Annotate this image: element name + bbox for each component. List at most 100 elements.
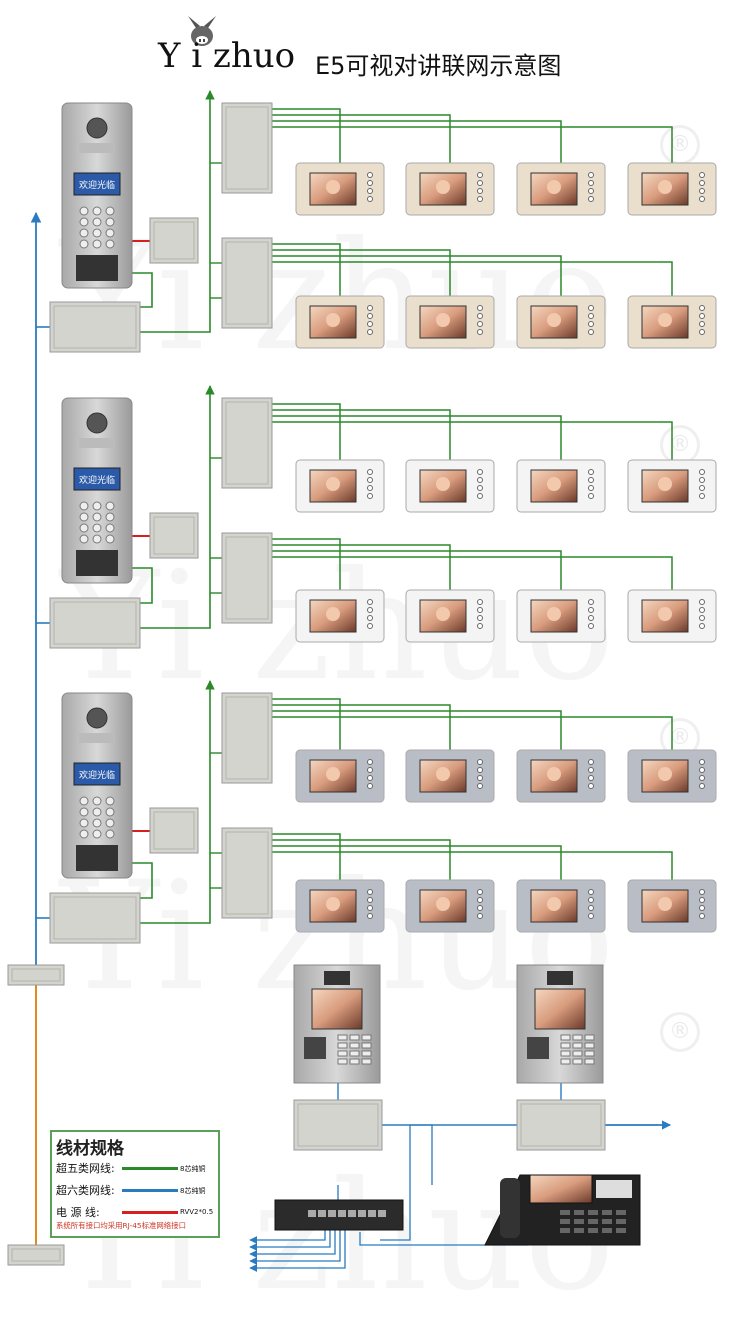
switch-port bbox=[318, 1210, 326, 1217]
face-icon bbox=[436, 477, 450, 491]
monitor-button bbox=[699, 321, 705, 327]
keypad-button bbox=[572, 1050, 583, 1057]
indoor-monitor bbox=[405, 295, 495, 349]
monitor-button bbox=[477, 897, 483, 903]
monitor-button bbox=[477, 775, 483, 781]
keypad-button bbox=[79, 206, 89, 216]
wire bbox=[132, 862, 153, 899]
console-key bbox=[616, 1210, 626, 1215]
indoor-monitor bbox=[295, 162, 385, 216]
wire bbox=[272, 255, 562, 296]
keypad-button bbox=[79, 807, 89, 817]
media-converter-inner bbox=[11, 1248, 61, 1262]
monitor-button bbox=[367, 897, 373, 903]
keypad-button bbox=[337, 1058, 348, 1065]
monitor-button bbox=[588, 623, 594, 629]
indoor-monitor bbox=[516, 879, 606, 933]
monitor-button bbox=[588, 889, 594, 895]
monitor-button bbox=[367, 329, 373, 335]
face-icon bbox=[658, 313, 672, 327]
door-station-panel: 欢迎光临 bbox=[61, 397, 133, 584]
unit-controller-inner bbox=[520, 1103, 602, 1147]
monitor-button bbox=[588, 469, 594, 475]
monitor-button bbox=[699, 188, 705, 194]
wire bbox=[380, 1124, 433, 1241]
panel-display-label: 欢迎光临 bbox=[79, 179, 115, 191]
wire bbox=[249, 1230, 341, 1265]
keypad-button bbox=[361, 1050, 372, 1057]
network-controller-inner bbox=[53, 601, 137, 645]
floor-distributor-body bbox=[221, 692, 273, 784]
wire bbox=[272, 249, 451, 296]
power-supply-box-inner bbox=[153, 811, 195, 850]
floor-distributor bbox=[221, 827, 273, 919]
keypad-button bbox=[105, 206, 115, 216]
switch-port bbox=[308, 1210, 316, 1217]
monitor-button bbox=[699, 469, 705, 475]
monitor-button bbox=[477, 607, 483, 613]
wire bbox=[140, 680, 215, 924]
monitor-button bbox=[477, 783, 483, 789]
keypad-button bbox=[361, 1042, 372, 1049]
monitor-button bbox=[699, 196, 705, 202]
keypad-button bbox=[337, 1034, 348, 1041]
network-controller-inner bbox=[53, 896, 137, 940]
wire bbox=[249, 1230, 346, 1272]
title-bar: Y i zhuo E5可视对讲联网示意图 bbox=[150, 14, 610, 80]
keypad-button bbox=[349, 1058, 360, 1065]
console-key bbox=[602, 1210, 612, 1215]
monitor-button bbox=[588, 493, 594, 499]
keypad-button bbox=[349, 1034, 360, 1041]
power-supply-box bbox=[149, 807, 199, 854]
power-supply-box-body bbox=[149, 217, 199, 264]
indoor-monitor bbox=[627, 295, 717, 349]
keypad-button bbox=[79, 228, 89, 238]
media-converter-body bbox=[7, 964, 65, 986]
unit-controller-inner bbox=[297, 1103, 379, 1147]
indoor-monitor bbox=[405, 749, 495, 803]
keypad-button bbox=[79, 239, 89, 249]
monitor-button bbox=[477, 172, 483, 178]
floor-distributor bbox=[221, 397, 273, 489]
console-key bbox=[560, 1210, 570, 1215]
wire bbox=[272, 415, 562, 460]
face-icon bbox=[326, 897, 340, 911]
monitor-button bbox=[588, 759, 594, 765]
indoor-monitor bbox=[295, 459, 385, 513]
monitor-button bbox=[588, 775, 594, 781]
floor-distributor-body bbox=[221, 102, 273, 194]
switch-port bbox=[338, 1210, 346, 1217]
diagram-title: E5可视对讲联网示意图 bbox=[315, 52, 562, 80]
indoor-monitor bbox=[627, 459, 717, 513]
unit-controller-body bbox=[516, 1099, 606, 1151]
power-supply-box-body bbox=[149, 512, 199, 559]
indoor-monitor bbox=[627, 879, 717, 933]
indoor-monitor bbox=[295, 749, 385, 803]
floor-distributor bbox=[221, 102, 273, 194]
monitor-button bbox=[699, 775, 705, 781]
keypad-button bbox=[560, 1042, 571, 1049]
console-key bbox=[588, 1210, 598, 1215]
indoor-monitor bbox=[627, 162, 717, 216]
mascot-logo-icon bbox=[188, 16, 216, 46]
legend-note: 系统所有接口均采用RJ-45标准网络接口 bbox=[56, 1221, 186, 1230]
keypad-button bbox=[584, 1058, 595, 1065]
legend-swatch-cat5 bbox=[122, 1167, 178, 1170]
face-icon bbox=[326, 767, 340, 781]
keypad-button bbox=[92, 807, 102, 817]
monitor-screen bbox=[641, 889, 689, 923]
monitor-button bbox=[367, 759, 373, 765]
keypad-button bbox=[79, 217, 89, 227]
management-console bbox=[484, 1174, 641, 1246]
wire bbox=[272, 704, 451, 750]
power-supply-box-inner bbox=[153, 221, 195, 260]
face-icon bbox=[326, 607, 340, 621]
monitor-button bbox=[699, 897, 705, 903]
indoor-monitor bbox=[295, 589, 385, 643]
indoor-monitor bbox=[627, 749, 717, 803]
keypad-button bbox=[572, 1042, 583, 1049]
monitor-button bbox=[588, 305, 594, 311]
indoor-monitor bbox=[516, 295, 606, 349]
station-screen bbox=[534, 988, 586, 1030]
